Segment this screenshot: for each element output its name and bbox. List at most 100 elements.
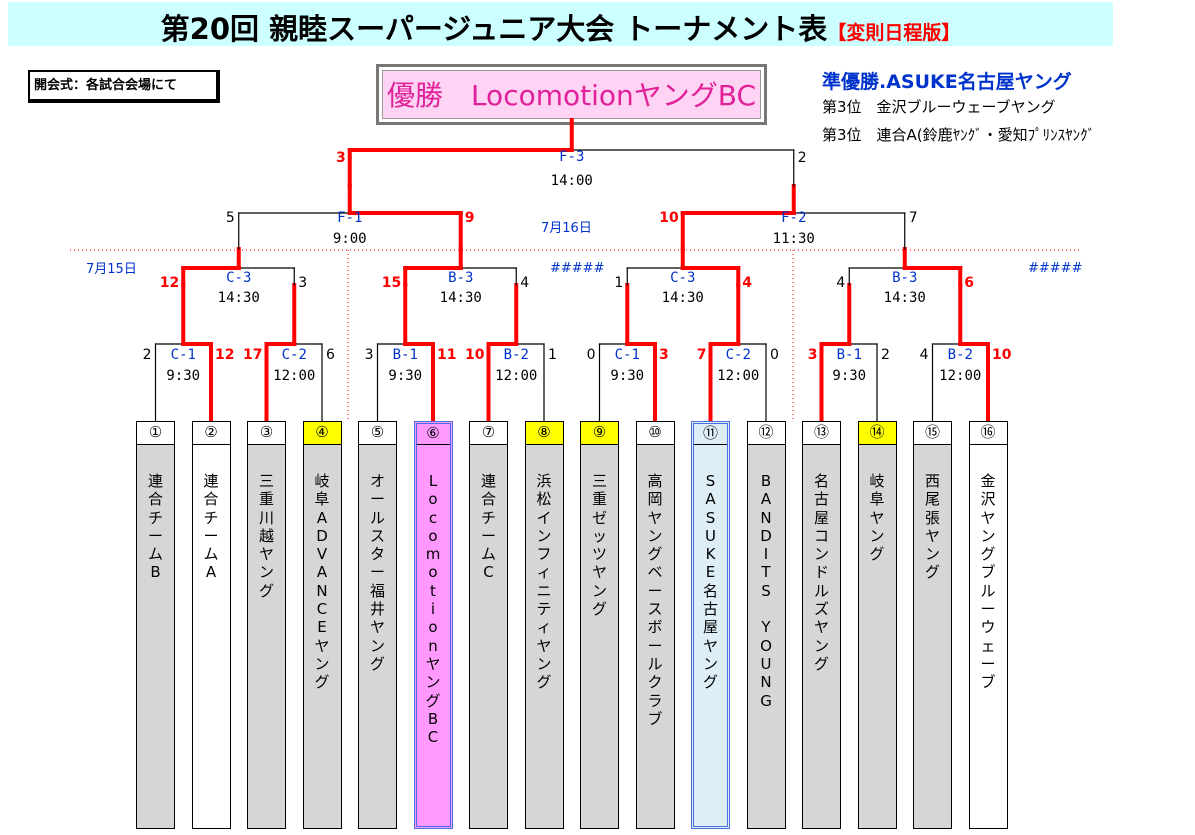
match-time: 9:00 [333,231,367,247]
score-right: 3 [659,347,669,363]
score-right: 11 [437,347,456,363]
team-name: 浜松インフィニティヤング [536,472,552,692]
match-time: 14:00 [551,173,593,189]
score-left: 3 [808,347,818,363]
third-place-1: 第3位 金沢ブルーウェーブヤング [822,98,1056,116]
team-number: ① [137,422,174,445]
match-time: 12:00 [495,368,537,384]
match-time: 14:30 [440,290,482,306]
match-time: 9:30 [610,368,644,384]
score-left: 17 [243,347,262,363]
team-name: 高岡ヤングベースボールクラブ [647,472,663,728]
match-time: 9:30 [388,368,422,384]
match-id: B-3 [448,270,473,286]
score-left: 12 [160,275,179,291]
team-number: ③ [248,422,285,445]
score-right: 2 [881,347,890,363]
score-left: 10 [465,347,485,363]
title-bar: 第20回 親睦スーパージュニア大会 トーナメント表【変則日程版】 [8,2,1113,46]
match-id: C-1 [615,347,640,363]
score-left: 15 [382,275,401,291]
score-right: 7 [909,210,918,226]
match-id: C-3 [670,270,695,286]
team-number: ⑥ [416,424,450,445]
team-column: ⑧ 浜松インフィニティヤング [524,421,564,829]
match-id: B-2 [948,347,973,363]
match-id: C-2 [726,347,751,363]
team-column: ⑤ オールスター福井ヤング [358,421,397,829]
match-id: F-1 [337,210,362,226]
team-name: 西尾張ヤング [924,472,940,582]
match-time: 12:00 [273,368,315,384]
score-right: 4 [520,275,529,291]
team-number: ⑮ [914,422,951,445]
match-time: 9:30 [832,368,866,384]
date-hash-a: ##### [550,261,604,276]
score-left: 4 [836,275,845,291]
match-id: C-3 [226,270,251,286]
team-number: ⑧ [525,422,563,445]
score-right: 2 [798,150,807,166]
title-subtitle: 【変則日程版】 [827,22,961,44]
runner-up-text: 準優勝.ASUKE名古屋ヤング [822,71,1072,93]
score-right: 0 [770,347,779,363]
score-left: 1 [614,275,623,291]
match-time: 14:30 [884,290,926,306]
date-hash-b: ##### [1028,261,1082,276]
bracket-lines [154,118,990,423]
match-id: B-2 [504,347,529,363]
page-title: 第20回 親睦スーパージュニア大会 トーナメント表【変則日程版】 [8,6,1113,48]
team-column: ⑯ 金沢ヤングブルーウェーブ [968,421,1008,829]
team-number: ④ [303,422,341,445]
team-name: 名古屋コンドルズヤング [813,472,829,673]
match-id: B-1 [393,347,418,363]
match-time: 14:30 [218,290,260,306]
third-place-2: 第3位 連合A(鈴鹿ﾔﾝｸﾞ・愛知ﾌﾟﾘﾝｽﾔﾝｸﾞ [822,126,1096,144]
team-number: ⑦ [470,422,507,445]
match-id: B-3 [892,270,917,286]
date-day1: 7月15日 [86,262,137,277]
score-left: 5 [226,210,235,226]
score-right: 10 [992,347,1012,363]
score-right: 4 [742,275,752,291]
match-id: C-2 [282,347,307,363]
team-column: ⑮ 西尾張ヤング [913,421,952,829]
match-time: 11:30 [773,231,815,247]
team-name: オールスター福井ヤング [369,472,385,673]
score-left: 0 [587,347,596,363]
team-number: ⑤ [359,422,396,445]
match-id: F-3 [559,149,584,165]
match-time: 12:00 [717,368,759,384]
score-right: 12 [215,347,234,363]
team-name: 金沢ヤングブルーウェーブ [980,472,996,692]
score-left: 3 [365,347,374,363]
score-left: 7 [697,347,707,363]
team-number: ⑬ [803,422,840,445]
match-id: F-2 [781,210,806,226]
team-number: ⑩ [636,422,674,445]
score-right: 6 [964,275,974,291]
team-number: ⑯ [969,422,1007,445]
champion-box: 優勝 LocomotionヤングBC [376,64,767,125]
match-time: 9:30 [166,368,200,384]
score-right: 1 [548,347,557,363]
score-right: 6 [326,347,335,363]
team-number: ⑪ [694,424,727,445]
match-time: 12:00 [939,368,981,384]
score-right: 9 [465,210,475,226]
team-number: ⑨ [581,422,618,445]
